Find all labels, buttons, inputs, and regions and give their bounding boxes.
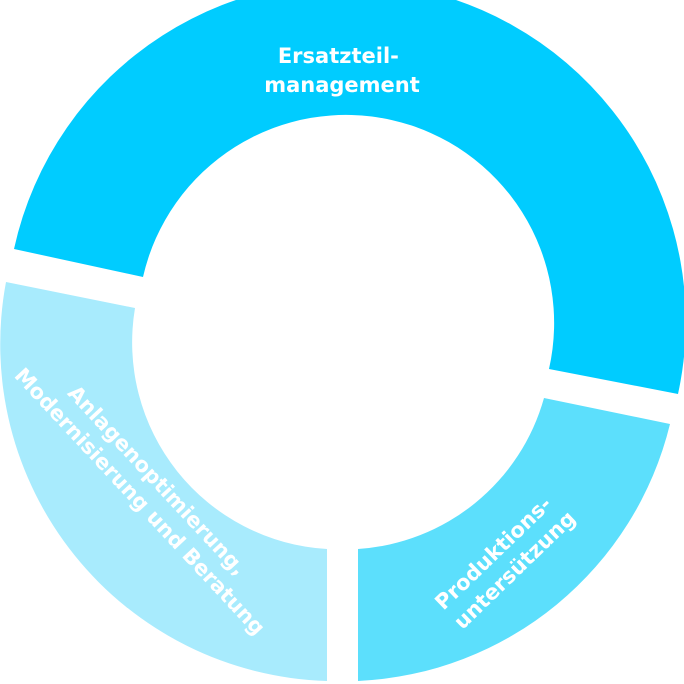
segment-ersatzteilmanagement (14, 0, 684, 394)
segment-label-ersatzteilmanagement: Ersatzteil- management (264, 44, 420, 97)
segment-anlagenoptimierung (0, 282, 328, 681)
segment-produktionsunterstuetzung (358, 398, 670, 681)
